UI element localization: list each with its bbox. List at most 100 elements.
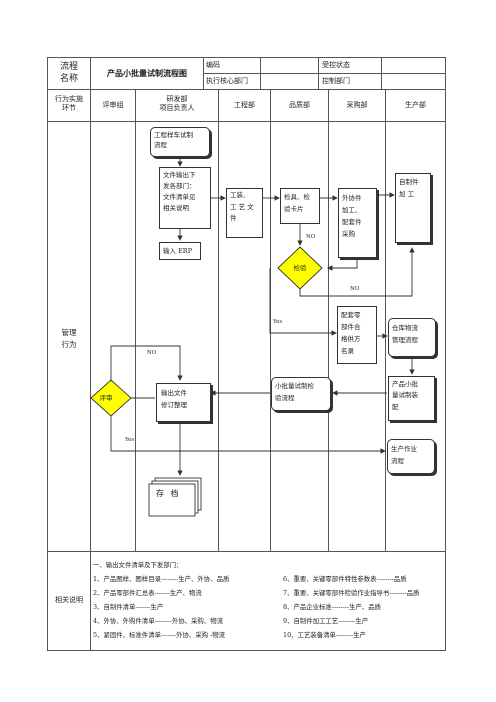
supply-line: 配套零 bbox=[341, 311, 361, 319]
revise-line: 输出文件 bbox=[161, 389, 187, 397]
related-label: 相关说明 bbox=[55, 596, 83, 604]
code-label: 编码 bbox=[206, 61, 220, 69]
grid-line bbox=[47, 57, 48, 651]
selfmade-box bbox=[395, 173, 431, 243]
doc-out-line: 相关说明 bbox=[163, 204, 189, 213]
prototype-line: 工程样车试制 bbox=[154, 131, 193, 139]
note-item: 3、自制件清单-------生产 bbox=[93, 603, 164, 611]
control-dept-label: 控制部门 bbox=[322, 77, 350, 85]
lane-production: 生产部 bbox=[405, 101, 426, 109]
revise-text: 输出文件 修订整理 bbox=[161, 387, 211, 412]
tooling-box bbox=[226, 188, 263, 238]
warehouse-line: 仓库物流 bbox=[392, 324, 418, 332]
prototype-line: 流程 bbox=[154, 141, 167, 150]
trial-make-text: 产品小批 量试制装 配 bbox=[392, 379, 435, 413]
review-diamond bbox=[90, 379, 132, 417]
doc-output-box bbox=[159, 167, 211, 229]
selfmade-line: 加 工 bbox=[399, 189, 415, 198]
doc-out-line: 文件清单见 bbox=[163, 193, 196, 202]
note-item: 6、重要、关键零部件特性参数表--------品质 bbox=[283, 575, 407, 583]
outsource-text: 外协件 加工、 配套件 采购 bbox=[342, 192, 377, 240]
grid-line bbox=[47, 57, 445, 58]
supply-line: 部件合 bbox=[341, 323, 361, 332]
grid-line bbox=[90, 89, 91, 651]
prototype-process-box bbox=[150, 127, 210, 157]
process-name-label: 流程 名称 bbox=[48, 62, 90, 85]
tooling-line: 件 bbox=[230, 214, 237, 223]
supply-line: 格供方 bbox=[341, 335, 361, 344]
lane-quality: 品质部 bbox=[289, 101, 310, 109]
warehouse-box bbox=[388, 318, 436, 357]
erp-box bbox=[159, 242, 201, 260]
row-label: 行为实施 环节 bbox=[48, 95, 90, 114]
lane-divider bbox=[135, 89, 136, 551]
grid-line bbox=[445, 57, 446, 651]
grid-line bbox=[47, 121, 445, 122]
trial-make-line: 配 bbox=[392, 402, 399, 411]
grid-line bbox=[381, 57, 382, 89]
supply-line: 名录 bbox=[341, 347, 354, 356]
note-item: 9、自制件加工工艺--------生产 bbox=[283, 617, 369, 625]
supply-list-box bbox=[337, 306, 377, 364]
note-item: 7、重要、关键零部件检验作业指导书--------品质 bbox=[283, 589, 420, 597]
no-label: NO bbox=[306, 234, 316, 240]
row-label-line: 环节 bbox=[62, 104, 76, 113]
note-item: 2、产品零部件汇总表-------生产、物流 bbox=[93, 589, 202, 597]
revise-box bbox=[156, 383, 211, 422]
lane-rd: 研发部 项目负责人 bbox=[136, 95, 218, 114]
control-state-label: 受控状态 bbox=[322, 61, 350, 69]
grid-line bbox=[90, 57, 91, 89]
grid-line bbox=[318, 57, 319, 89]
selfmade-text: 自制件 加 工 bbox=[399, 177, 431, 200]
note-item: 1、产品图样、图样目录--------生产、外协、品质 bbox=[93, 575, 230, 583]
no-label: NO bbox=[147, 350, 157, 356]
row-label-line: 行为实施 bbox=[55, 95, 83, 103]
page-title: 产品小批量试制流程图 bbox=[107, 68, 187, 78]
tooling-line: 工 艺 文 bbox=[230, 202, 254, 211]
grid-line bbox=[47, 551, 445, 552]
inspect-text: 检验 bbox=[293, 264, 307, 272]
doc-out-line: 文件输出下 bbox=[163, 171, 196, 179]
manage-label: 管理 行为 bbox=[48, 327, 90, 351]
note-item: 4、外协、外购件清单--------外协、采购、物流 bbox=[93, 617, 223, 625]
process-name-label-line: 名称 bbox=[59, 73, 78, 84]
trial-make-line: 产品小批 bbox=[392, 380, 418, 388]
prod-work-box bbox=[387, 439, 435, 474]
lane-divider bbox=[270, 89, 271, 551]
tooling-text: 工装、 工 艺 文 件 bbox=[230, 190, 263, 225]
prototype-process-text: 工程样车试制 流程 bbox=[154, 130, 210, 150]
outsource-line: 配套件 bbox=[342, 218, 362, 227]
no-label: NO bbox=[350, 286, 360, 292]
trial-inspect-text: 小批量试制检 验流程 bbox=[275, 380, 331, 405]
outsource-line: 加工、 bbox=[342, 206, 362, 215]
grid-line bbox=[203, 57, 204, 89]
note-item: 10、工艺装备清单--------生产 bbox=[283, 631, 366, 639]
trial-inspect-line: 小批量试制检 bbox=[275, 382, 314, 390]
prod-work-text: 生产作业 流程 bbox=[391, 443, 435, 468]
prod-work-line: 流程 bbox=[391, 457, 404, 466]
manage-label-line: 管理 bbox=[61, 328, 77, 337]
lane-review-group: 评审组 bbox=[102, 101, 124, 109]
prod-work-line: 生产作业 bbox=[391, 445, 417, 453]
review-text: 评审 bbox=[99, 394, 113, 402]
lane-divider bbox=[328, 89, 329, 551]
lane-rd-line: 研发部 bbox=[166, 95, 188, 103]
inspect-diamond bbox=[277, 246, 323, 290]
gauge-text: 检具、检 验卡片 bbox=[284, 191, 320, 216]
note-item: 5、紧固件、标准件清单-------外协、采购 -物流 bbox=[93, 631, 226, 639]
note-item: 8、产品企业标准--------生产、品质 bbox=[283, 603, 382, 611]
manage-label-line: 行为 bbox=[61, 340, 77, 349]
revise-line: 修订整理 bbox=[161, 401, 187, 410]
gauge-line: 检具、检 bbox=[284, 193, 310, 201]
grid-line bbox=[47, 650, 445, 651]
tooling-line: 工装、 bbox=[230, 191, 250, 199]
trial-inspect-box bbox=[271, 377, 331, 411]
outsource-line: 外协件 bbox=[342, 194, 362, 202]
process-name-label-line: 流程 bbox=[59, 62, 78, 72]
yes-label: Yes bbox=[273, 319, 283, 325]
outsource-line: 采购 bbox=[342, 230, 355, 239]
trial-make-box bbox=[388, 376, 435, 421]
lane-divider bbox=[218, 89, 219, 551]
trial-inspect-line: 验流程 bbox=[275, 394, 295, 403]
lane-divider bbox=[385, 89, 386, 551]
